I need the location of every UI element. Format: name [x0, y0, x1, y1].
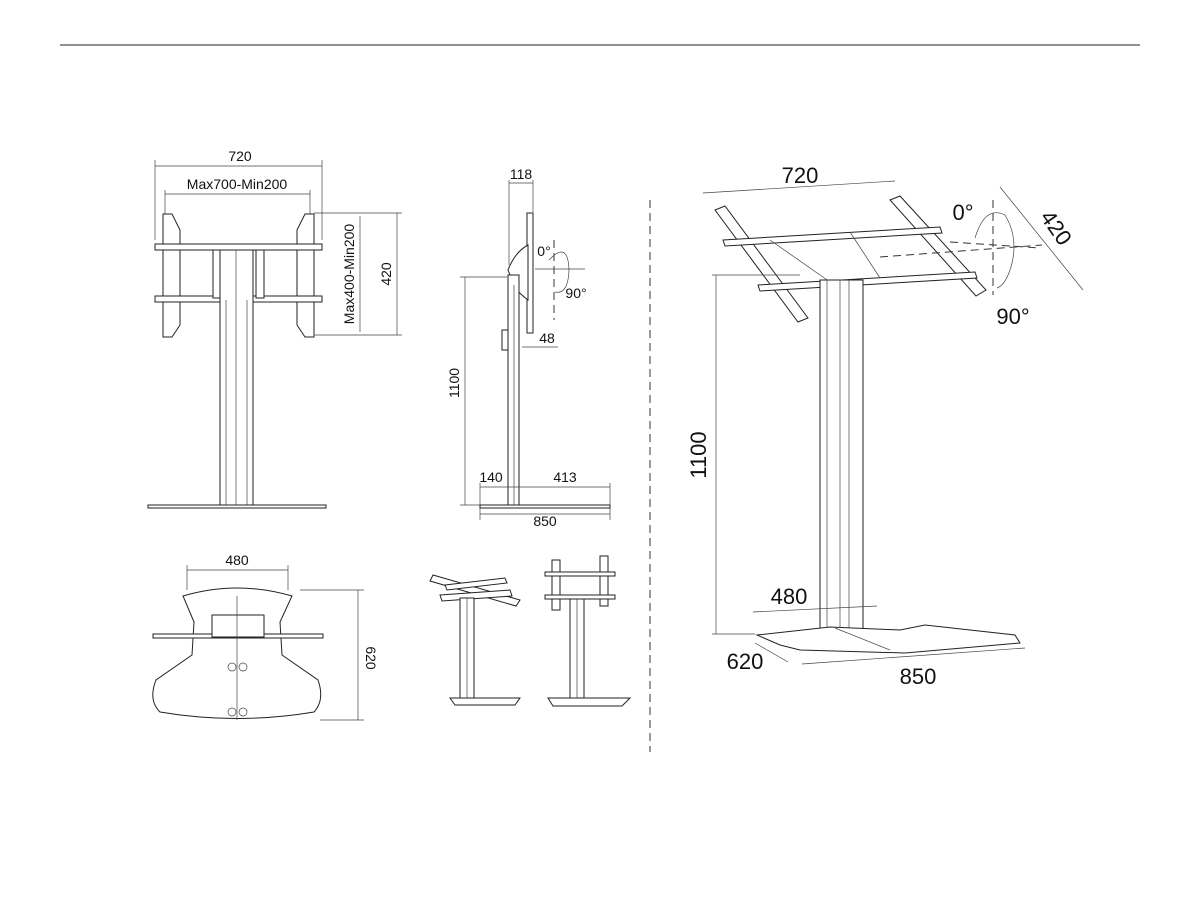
side-tilt-start-label: 0° — [537, 243, 550, 259]
front-vesa-width-label: Max700-Min200 — [187, 176, 288, 192]
side-front-base-label: 140 — [479, 469, 503, 485]
front-vesa-height-label: Max400-Min200 — [341, 224, 357, 325]
iso-height-label: 1100 — [686, 431, 711, 478]
iso-depth-label: 420 — [1035, 205, 1077, 249]
front-height-label: 420 — [378, 262, 394, 286]
thumbnail-iso-upright — [544, 555, 632, 707]
plan-width-label: 480 — [225, 552, 249, 568]
front-view — [147, 160, 402, 509]
iso-base-width-label: 480 — [771, 584, 808, 609]
front-width-label: 720 — [228, 148, 252, 164]
iso-tilt-start-label: 0° — [952, 200, 973, 225]
side-offset-label: 48 — [539, 330, 555, 346]
side-base-depth-label: 850 — [533, 513, 557, 529]
plan-depth-label: 620 — [363, 646, 379, 670]
iso-view — [702, 180, 1084, 665]
iso-base-side-label: 620 — [727, 649, 764, 674]
side-view — [460, 180, 611, 520]
thumbnail-iso-tilted — [429, 574, 521, 706]
side-depth-top-label: 118 — [510, 166, 533, 182]
iso-base-depth-label: 850 — [900, 664, 937, 689]
plan-view — [152, 565, 364, 721]
side-tilt-end-label: 90° — [565, 285, 586, 301]
side-rear-base-label: 413 — [553, 469, 577, 485]
iso-width-label: 720 — [782, 163, 819, 188]
iso-tilt-end-label: 90° — [996, 304, 1029, 329]
side-height-label: 1100 — [446, 368, 462, 398]
